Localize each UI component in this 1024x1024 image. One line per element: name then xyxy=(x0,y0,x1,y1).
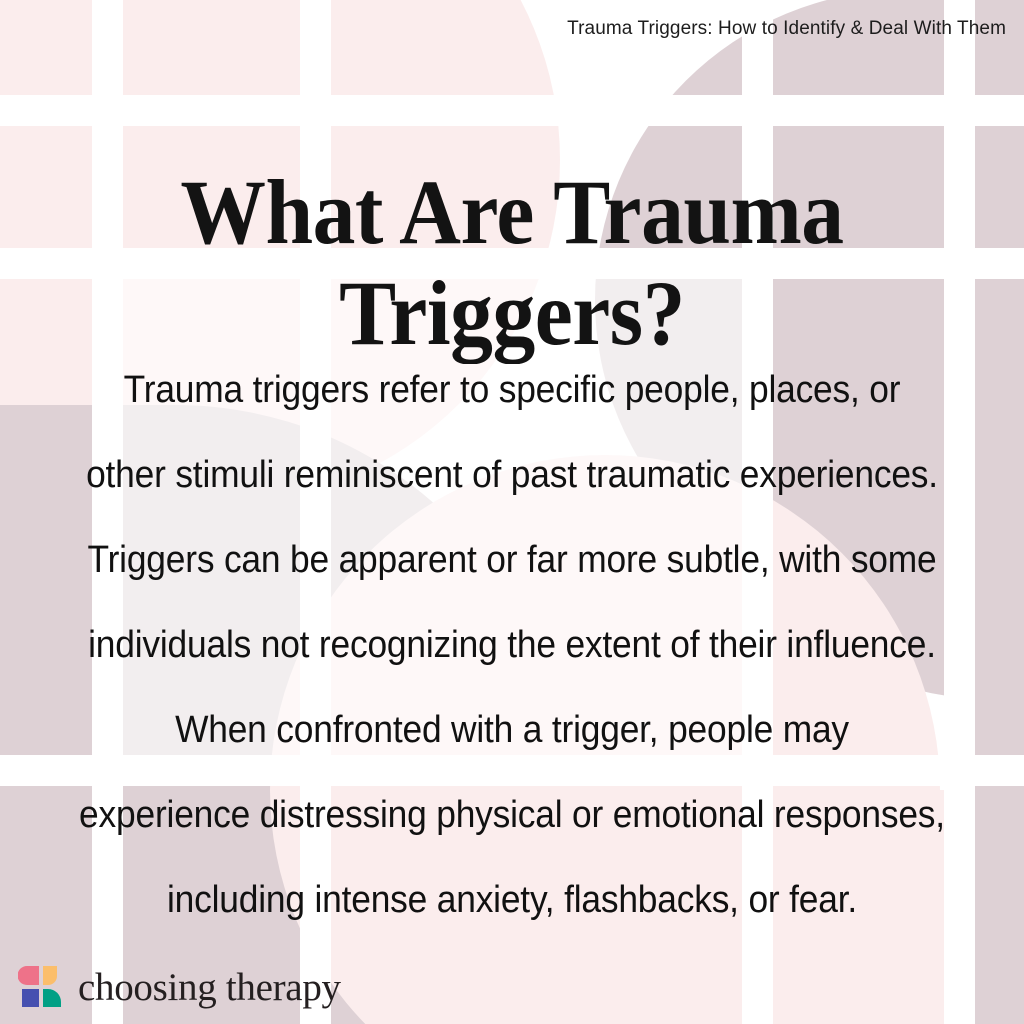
logo-petal-pink xyxy=(18,966,39,985)
bg-rect-mauve-far-right xyxy=(975,0,1024,600)
body-copy: Trauma triggers refer to specific people… xyxy=(75,348,949,943)
logo-petal-orange xyxy=(43,966,57,985)
page-title-line-1: What Are Trauma xyxy=(180,160,844,263)
article-strapline: Trauma Triggers: How to Identify & Deal … xyxy=(567,18,1006,39)
body-line: Trauma triggers refer to specific people… xyxy=(123,369,901,411)
brand-lockup: choosing therapy xyxy=(18,964,341,1010)
body-line: Triggers can be apparent or far more sub… xyxy=(87,539,937,581)
page-title: What Are Trauma Triggers? xyxy=(103,160,921,364)
body-line: including intense anxiety, flashbacks, o… xyxy=(167,879,857,921)
body-line: other stimuli reminiscent of past trauma… xyxy=(86,454,938,496)
logo-petal-indigo xyxy=(22,989,39,1007)
logo-petal-teal xyxy=(43,989,61,1007)
body-line: individuals not recognizing the extent o… xyxy=(88,624,936,666)
body-line: When confronted with a trigger, people m… xyxy=(175,709,849,751)
grid-line-horizontal-1 xyxy=(0,95,1024,126)
brand-name: choosing therapy xyxy=(78,965,341,1009)
body-line: experience distressing physical or emoti… xyxy=(79,794,945,836)
bg-rect-mauve-far-right-lower xyxy=(975,630,1024,1024)
choosing-therapy-logo-icon xyxy=(18,966,61,1007)
